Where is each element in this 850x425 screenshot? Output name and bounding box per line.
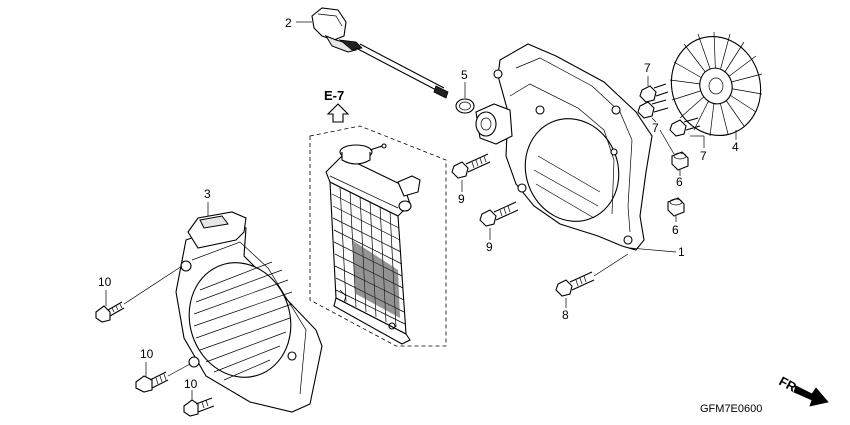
callout-6-upper: 6 bbox=[676, 175, 683, 189]
part-cooling-fan bbox=[669, 31, 763, 140]
part-fan-shroud bbox=[175, 202, 323, 413]
callout-10-lower: 10 bbox=[184, 377, 198, 391]
drawing-code: GFM7E0600 bbox=[700, 403, 762, 415]
callout-7-a: 7 bbox=[644, 61, 651, 75]
bolt-9-lower bbox=[479, 201, 519, 240]
bolt-7-c bbox=[669, 117, 705, 148]
bolt-8 bbox=[555, 253, 629, 308]
callout-1: 1 bbox=[678, 245, 685, 259]
bolt-7-b bbox=[637, 99, 669, 123]
part-fan-housing bbox=[475, 43, 677, 253]
radiator-fins bbox=[331, 185, 406, 328]
callout-8: 8 bbox=[562, 308, 569, 322]
callout-7-b: 7 bbox=[652, 121, 659, 135]
collar-6-upper bbox=[659, 129, 689, 176]
callout-4: 4 bbox=[732, 140, 739, 154]
bolt-10-middle bbox=[135, 362, 191, 393]
callout-9-lower: 9 bbox=[486, 240, 493, 254]
callout-10-middle: 10 bbox=[140, 347, 154, 361]
callout-6-lower: 6 bbox=[672, 223, 679, 237]
part-radiator bbox=[309, 125, 447, 347]
callout-2: 2 bbox=[285, 16, 292, 30]
callout-9-upper: 9 bbox=[458, 192, 465, 206]
shroud-grille bbox=[193, 261, 293, 381]
bolt-10-lower bbox=[183, 390, 215, 417]
fan-blades bbox=[669, 31, 763, 137]
bolt-7-a bbox=[639, 76, 669, 103]
front-direction-arrow bbox=[793, 385, 829, 407]
callout-10-upper: 10 bbox=[98, 275, 112, 289]
reference-label: E-7 bbox=[324, 88, 344, 103]
part-o-ring bbox=[455, 82, 475, 114]
callout-5: 5 bbox=[461, 68, 468, 82]
part-dipstick bbox=[296, 7, 449, 99]
reference-arrow bbox=[326, 103, 350, 123]
callout-7-c: 7 bbox=[700, 149, 707, 163]
collar-6-lower bbox=[667, 197, 685, 222]
callout-3: 3 bbox=[204, 187, 211, 201]
bolt-10-upper bbox=[95, 265, 183, 323]
bolt-9-upper bbox=[451, 153, 491, 192]
